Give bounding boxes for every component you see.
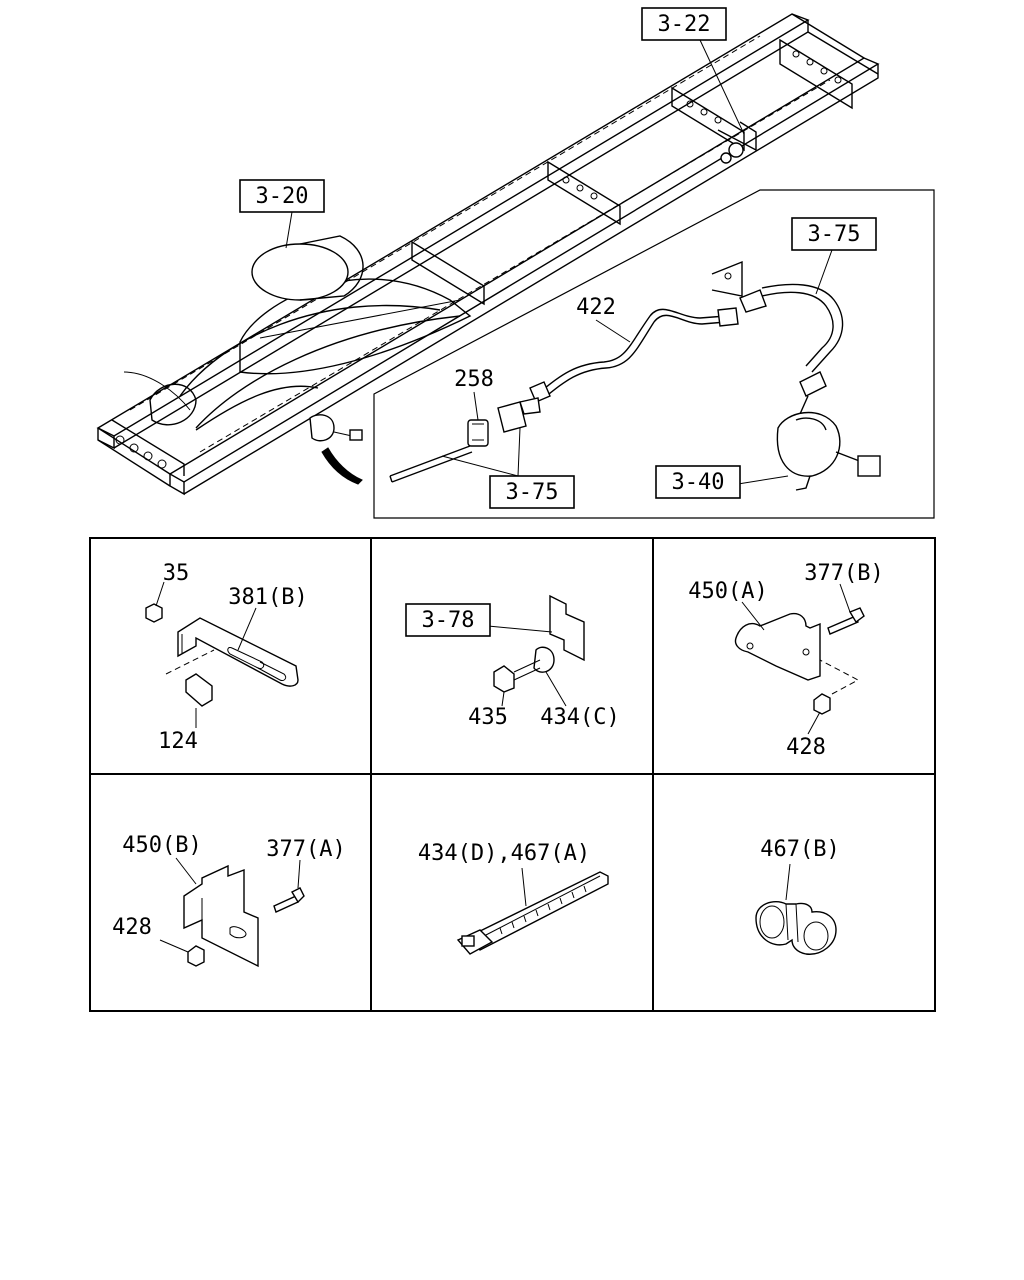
ref-box-3-40[interactable]: 3-40	[655, 465, 741, 499]
clamp-434c-icon	[533, 646, 555, 673]
ref-box-3-20[interactable]: 3-20	[239, 179, 325, 213]
detail-inset	[373, 189, 935, 519]
bolt-377a-icon	[273, 895, 299, 913]
part-label-434c: 434(C)	[540, 705, 619, 730]
cell-bracket-450b	[159, 857, 305, 968]
part-label-435: 435	[468, 705, 508, 730]
ref-label-3-40: 3-40	[672, 470, 725, 495]
ref-box-3-75-top[interactable]: 3-75	[791, 217, 877, 251]
bolt-124-icon	[185, 673, 213, 707]
nut-428-icon	[187, 945, 205, 967]
part-label-124: 124	[158, 729, 198, 754]
part-label-428-top: 428	[786, 735, 826, 760]
ref-label-3-20: 3-20	[256, 184, 309, 209]
cell-bracket-381b	[145, 581, 299, 728]
part-label-377b: 377(B)	[804, 561, 883, 586]
part-label-428-bottom: 428	[112, 915, 152, 940]
bolt-435-icon	[493, 665, 515, 693]
bolt-377b-icon	[827, 615, 859, 635]
part-label-467b: 467(B)	[760, 837, 839, 862]
ref-label-3-75-bottom: 3-75	[506, 480, 559, 505]
bracket-381b-icon	[177, 617, 299, 687]
nut-428-icon	[813, 693, 831, 715]
part-label-434d-467a: 434(D),467(A)	[418, 841, 590, 866]
part-label-377a: 377(A)	[266, 837, 345, 862]
cable-tie-icon	[468, 871, 609, 951]
chassis-frame	[96, 13, 880, 496]
part-label-258: 258	[454, 367, 494, 392]
ref-box-3-22[interactable]: 3-22	[641, 7, 727, 41]
cell-cable-tie	[456, 867, 609, 955]
ref-label-3-78: 3-78	[422, 608, 475, 633]
bracket-3-78-icon	[549, 594, 585, 662]
part-label-450a: 450(A)	[688, 579, 767, 604]
part-label-450b: 450(B)	[122, 833, 201, 858]
part-label-381b: 381(B)	[228, 585, 307, 610]
clip-467b-icon	[755, 900, 837, 955]
ref-label-3-22: 3-22	[658, 12, 711, 37]
parts-grid	[89, 537, 936, 1012]
nut-35-icon	[145, 603, 163, 623]
part-label-35: 35	[163, 561, 190, 586]
bracket-450a-icon	[734, 612, 821, 681]
part-label-422: 422	[576, 295, 616, 320]
cell-bracket-450a	[734, 583, 865, 735]
ref-box-3-78[interactable]: 3-78	[405, 603, 491, 637]
ref-label-3-75-top: 3-75	[808, 222, 861, 247]
ref-box-3-75-bottom[interactable]: 3-75	[489, 475, 575, 509]
cell-bracket-378	[487, 594, 585, 707]
cell-clip-467b	[755, 863, 837, 955]
